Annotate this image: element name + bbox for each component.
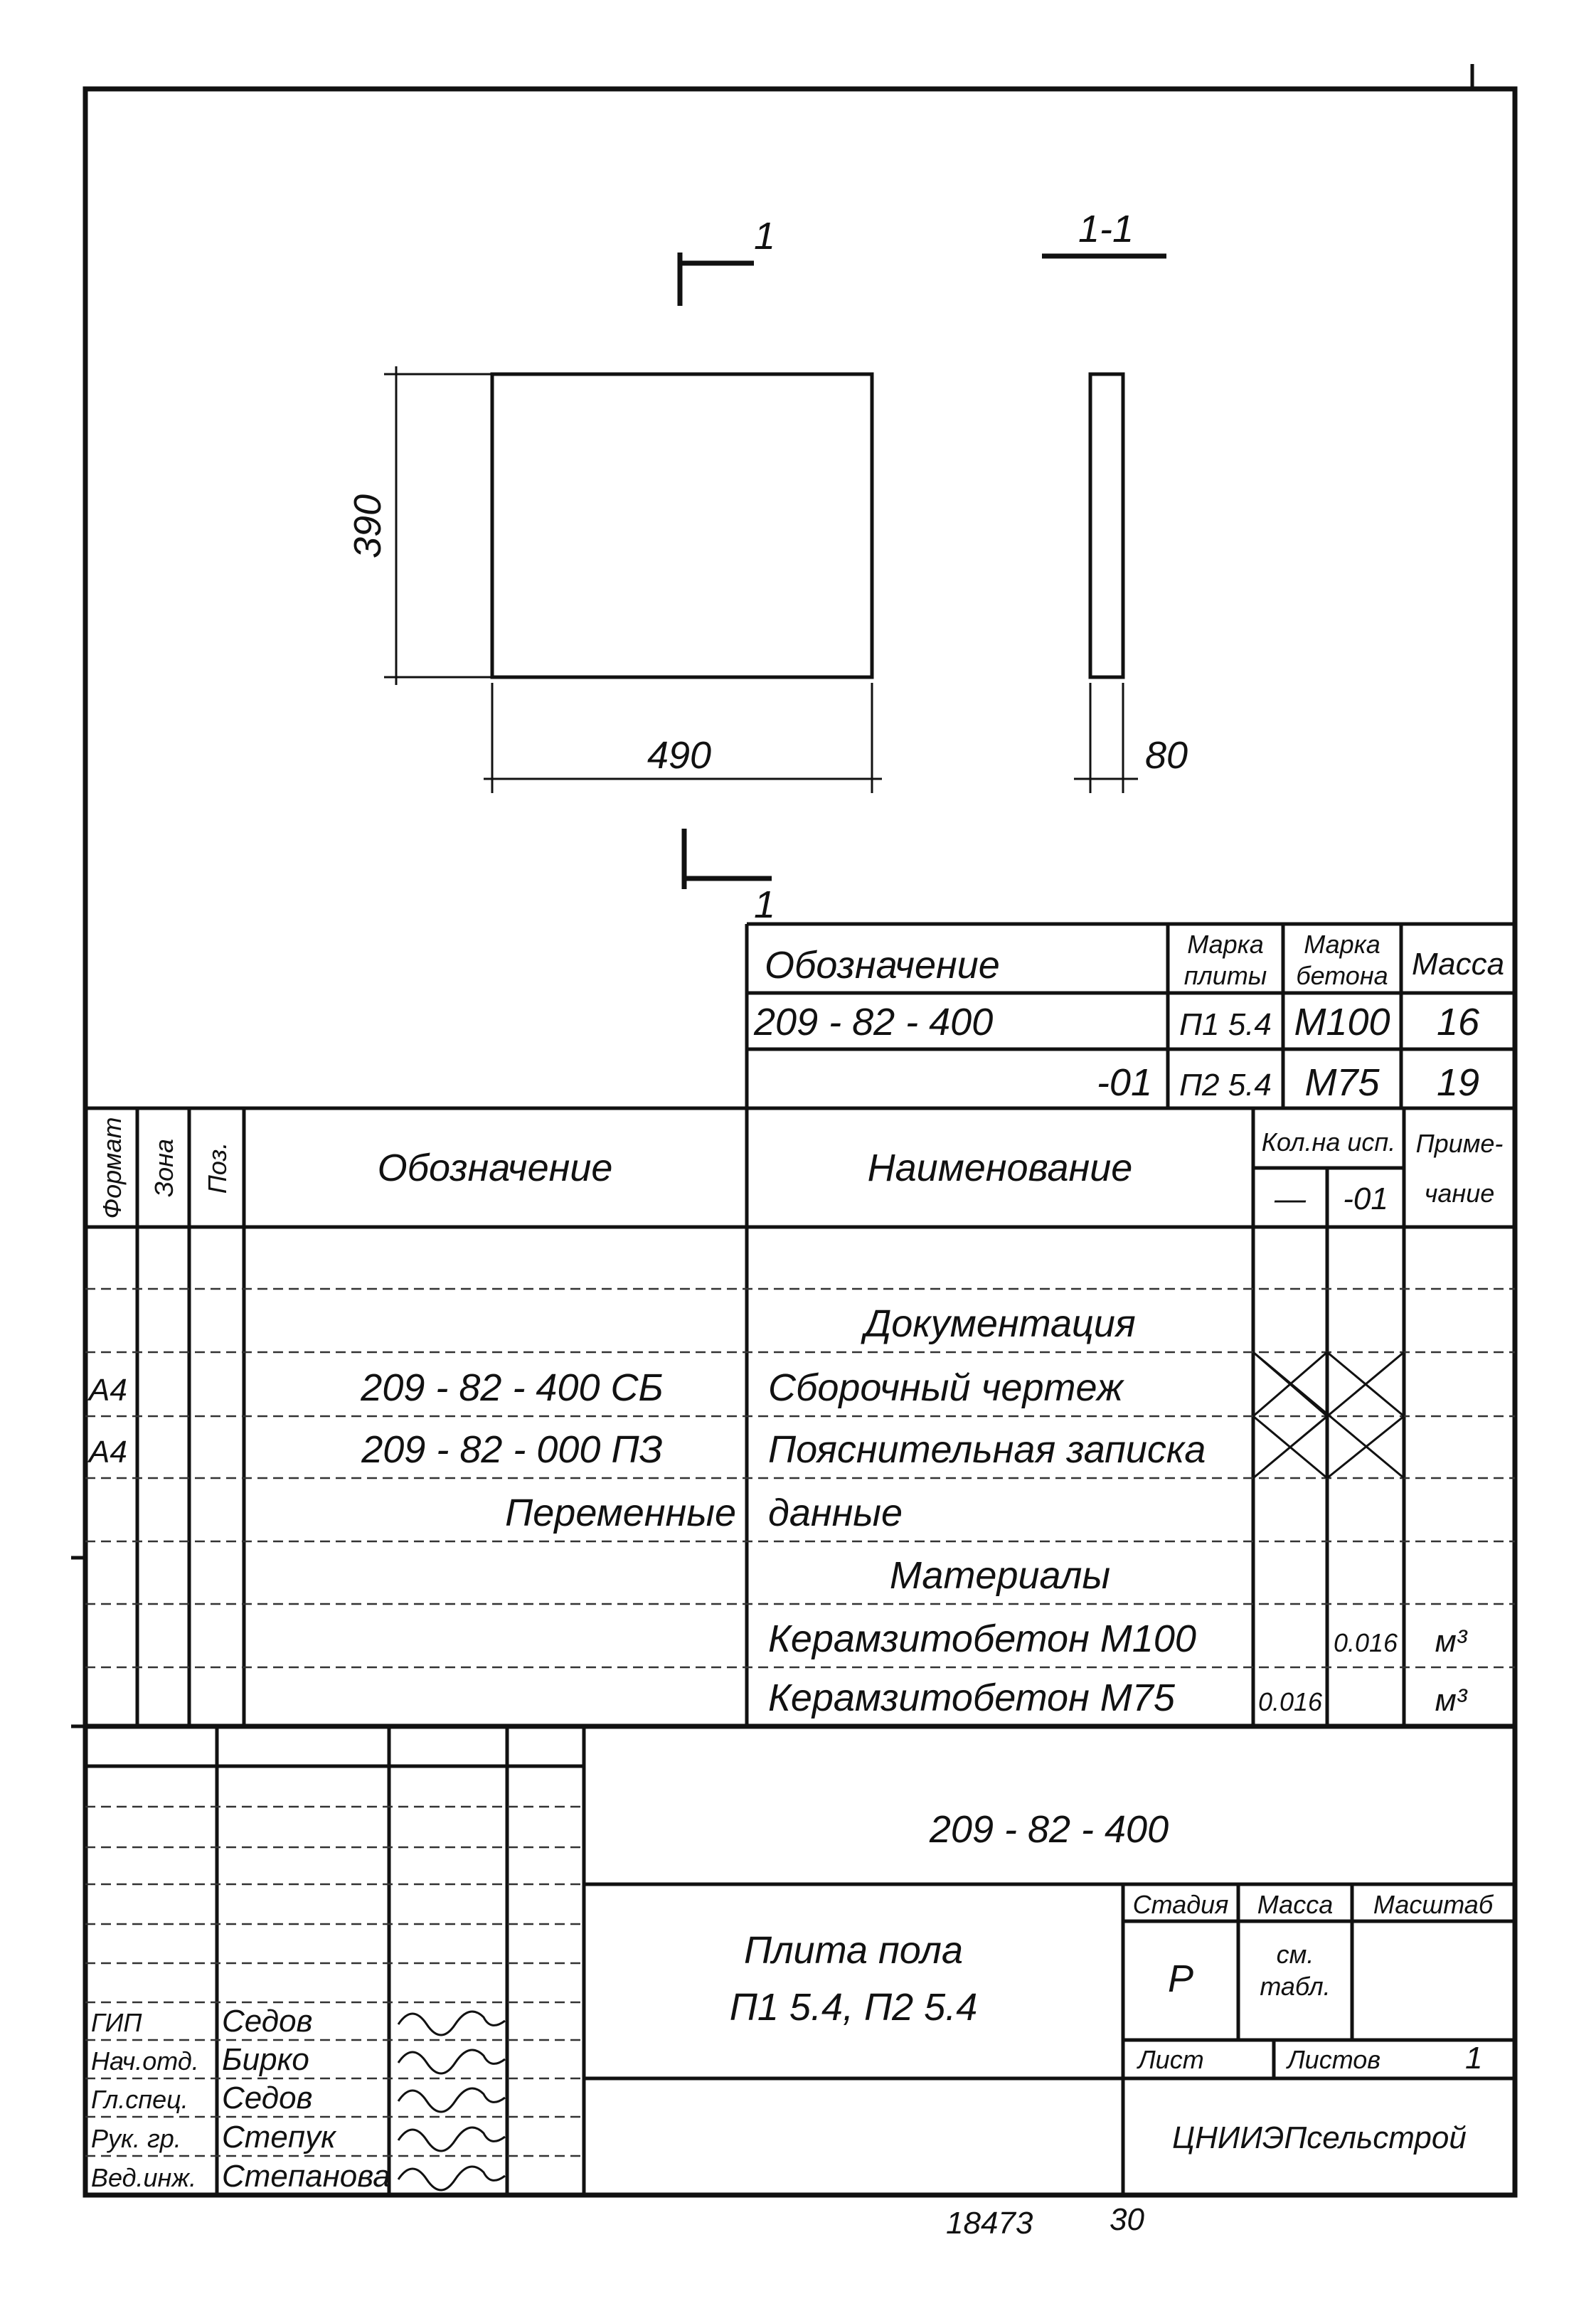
spec-header-pos: Поз. [203,1142,232,1194]
section-outline [1088,372,1125,679]
spec-header-note-2: чание [1425,1179,1495,1208]
drawing-subtitle: П1 5.4, П2 5.4 [730,1986,977,2029]
signature-name: Седов [222,2004,313,2039]
mass-value-1: см. [1277,1940,1314,1969]
marks-row-designation: 209 - 82 - 400 [753,1001,993,1043]
marks-header-plate-2: плиты [1184,961,1267,990]
title-block: 209 - 82 - 400 Плита пола П1 5.4, П2 5.4… [85,1723,1515,2195]
signature-role: Гл.спец. [91,2085,188,2114]
spec-row-name: данные [768,1492,903,1534]
section-mark-top: 1 [754,215,775,257]
marks-row-plate: П2 5.4 [1179,1068,1272,1103]
spec-row-designation: Переменные [505,1492,736,1534]
spec-row-name: Сборочный чертеж [768,1366,1125,1409]
marks-header-concrete-1: Марка [1304,930,1380,959]
spec-row-name: Материалы [890,1554,1110,1597]
handwritten-signature [397,2087,506,2113]
sheet-frame [83,86,1518,2198]
marks-header-mass: Масса [1412,947,1504,982]
spec-row-name: Керамзитобетон М100 [768,1617,1196,1660]
sheet-label: Лист [1137,2045,1204,2074]
mass-label: Масса [1257,1890,1333,1919]
spec-row-qty-base: 0.016 [1258,1687,1323,1716]
plate-outline [490,372,874,679]
marks-row-mass: 16 [1437,1001,1480,1043]
spec-header-designation: Обозначение [378,1147,613,1189]
signature-name: Седов [222,2081,313,2115]
inventory-number: 18473 [946,2206,1033,2241]
signature-role: Вед.инж. [91,2163,196,2192]
width-dimension: 490 [647,734,711,777]
drawing-title: Плита пола [744,1929,963,1972]
spec-header-format: Формат [97,1117,127,1219]
handwritten-signature [397,2126,506,2152]
spec-row-name: Керамзитобетон М75 [768,1677,1176,1719]
handwritten-signature [397,2010,506,2036]
spec-header-name: Наименование [868,1147,1133,1189]
stage-label: Стадия [1133,1890,1229,1919]
thickness-dimension: 80 [1145,734,1188,777]
spec-row-name: Пояснительная записка [768,1428,1206,1471]
spec-header-qty: Кол.на исп. [1262,1127,1395,1157]
sheets-label: Листов [1286,2045,1380,2074]
section-arrow-bottom [681,829,772,889]
handwritten-signature [397,2049,506,2075]
spec-header-zone: Зона [149,1139,179,1197]
signature-role: Нач.отд. [91,2046,199,2076]
organization: ЦНИИЭПсельстрой [1172,2120,1467,2155]
marks-row-concrete: М100 [1294,1001,1390,1043]
spec-table: Формат Зона Поз. Обозначение Наименовани… [85,1106,1515,1728]
spec-row-designation: 209 - 82 - 000 ПЗ [361,1428,663,1471]
document-number: 209 - 82 - 400 [929,1808,1169,1851]
marks-header-concrete-2: бетона [1296,961,1388,990]
scale-label: Масштаб [1373,1890,1494,1919]
spec-header-qty-01: -01 [1343,1181,1388,1216]
spec-row-name: Документация [861,1302,1135,1345]
plate-view: 390 490 1 1 [346,215,882,926]
spec-row-format: А4 [87,1435,127,1470]
marks-header-plate-1: Марка [1187,930,1263,959]
section-mark-bottom: 1 [754,883,775,926]
section-view: 1-1 80 [1042,208,1188,793]
marks-row-designation: -01 [1097,1061,1152,1104]
marks-row-concrete: М75 [1304,1061,1380,1104]
height-dimension: 390 [346,494,389,558]
marks-header-designation: Обозначение [765,944,1000,987]
signature-name: Степанова [222,2159,390,2194]
page-number: 30 [1110,2202,1144,2237]
marks-row-plate: П1 5.4 [1179,1007,1272,1042]
signature-name: Бирко [222,2042,309,2077]
mass-value-2: табл. [1260,1972,1330,2001]
spec-header-qty-base: — [1274,1181,1307,1216]
spec-row-format: А4 [87,1373,127,1408]
signature-name: Степук [222,2120,337,2155]
spec-row-note: м³ [1435,1624,1468,1659]
section-arrow-top [677,253,754,306]
not-applicable-cross [1252,1351,1405,1479]
marks-table: Обозначение Марка плиты Марка бетона Мас… [745,922,1515,1108]
spec-row-designation: 209 - 82 - 400 СБ [360,1366,663,1409]
spec-row-note: м³ [1435,1683,1468,1718]
handwritten-signature [397,2165,506,2192]
signature-role: ГИП [91,2008,142,2037]
marks-row-mass: 19 [1437,1061,1479,1104]
sheets-value: 1 [1465,2041,1482,2076]
section-title: 1-1 [1078,208,1134,250]
stage-value: Р [1168,1957,1193,2000]
signature-role: Рук. гр. [91,2124,181,2153]
spec-row-qty-01: 0.016 [1334,1628,1398,1657]
spec-header-note: Приме- [1416,1129,1504,1158]
